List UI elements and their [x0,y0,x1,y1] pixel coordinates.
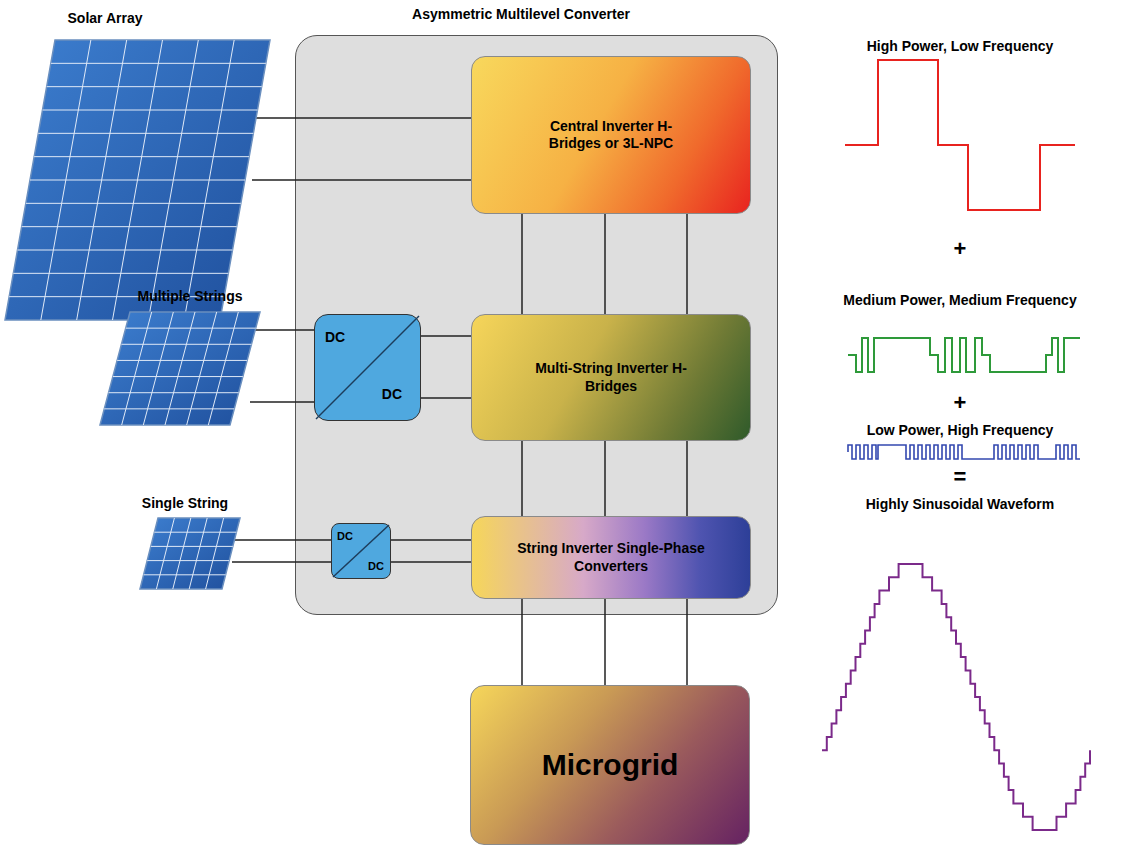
wire-connector [421,397,471,399]
waveform-label: Highly Sinusoidal Waveform [866,496,1055,512]
box-label: Multi-String Inverter H-Bridges [529,360,694,395]
cell-line [144,574,226,575]
cell-line [18,250,233,251]
box-label: String Inverter Single-Phase Converters [516,540,706,575]
array-heading: Solar Array [68,10,143,26]
operator-sign: + [954,390,967,416]
operator-sign: + [954,236,967,262]
cell-line [147,560,229,561]
converter-label: DC [325,329,345,345]
wire-connector [232,561,331,563]
wire-connector [686,441,688,516]
cell-line [187,312,217,425]
high-frequency-wave [848,445,1080,459]
wire-connector [521,599,523,685]
diagonal-line [333,525,389,577]
cell-line [208,312,238,425]
cell-line [117,360,247,361]
solar-panel: Single String [140,495,232,589]
process-box: Microgrid [470,685,750,845]
cell-line [151,546,233,547]
cell-line [109,392,239,393]
solar-cell-grid [9,40,266,320]
cell-line [51,63,266,64]
cell-line [113,376,243,377]
waveform-label: High Power, Low Frequency [867,38,1054,54]
waveform-label: Medium Power, Medium Frequency [843,292,1076,308]
cell-line [189,518,207,589]
cell-line [38,133,253,134]
solar-illustration [5,8,270,320]
staircase-sine [822,564,1090,830]
converter-label: DC [382,386,402,402]
dc-dc-converter: DC DC [331,523,391,579]
solar-panel-frame [5,40,270,320]
solar-cell-grid [104,312,255,425]
cell-line [104,408,234,409]
cell-line [47,86,262,87]
box-label: Central Inverter H-Bridges or 3L-NPC [529,118,694,153]
cell-line [26,203,241,204]
solar-panel: Multiple Strings [100,288,250,425]
cell-line [206,518,224,589]
solar-cell-grid [144,518,237,589]
cell-line [165,312,195,425]
cell-line [122,312,152,425]
wire-connector [521,214,523,314]
waveform-label: Low Power, High Frequency [867,422,1054,438]
solar-illustration [100,288,260,425]
wire-connector [604,599,606,685]
cell-line [173,518,191,589]
solar-panel-frame [140,518,240,589]
cell-line [156,518,174,589]
wire-connector [686,214,688,314]
diagonal-line [316,316,419,419]
wire-connector [686,599,688,685]
process-box: String Inverter Single-Phase Converters [471,516,751,599]
wire-connector [250,329,314,331]
wire-connector [232,539,331,541]
square-wave [845,60,1075,210]
cell-line [154,532,236,533]
wire-connector [604,441,606,516]
solar-panel: Solar Array [5,8,252,320]
cell-line [34,156,249,157]
wire-connector [252,117,471,119]
wire-connector [421,335,471,337]
solar-panel-frame [100,312,260,425]
panel-title: Asymmetric Multilevel Converter [412,6,630,22]
array-heading: Single String [142,495,228,511]
cell-line [121,344,251,345]
dc-dc-converter: DC DC [314,314,421,421]
array-heading: Multiple Strings [138,288,243,304]
cell-line [13,273,228,274]
medium-wave [848,338,1080,372]
wire-connector [250,401,314,403]
operator-sign: = [954,464,967,490]
converter-label: DC [368,560,384,572]
wire-connector [391,561,471,563]
wire-connector [391,539,471,541]
cell-line [43,110,258,111]
converter-panel: Asymmetric Multilevel ConverterCentral I… [295,35,778,615]
wire-connector [252,179,471,181]
process-box: Central Inverter H-Bridges or 3L-NPC [471,56,751,214]
cell-line [143,312,173,425]
cell-line [30,180,245,181]
cell-line [22,226,237,227]
converter-label: DC [337,530,353,542]
box-label: Microgrid [542,746,679,784]
cell-line [126,328,256,329]
wire-connector [604,214,606,314]
process-box: Multi-String Inverter H-Bridges [471,314,751,441]
wire-connector [521,441,523,516]
